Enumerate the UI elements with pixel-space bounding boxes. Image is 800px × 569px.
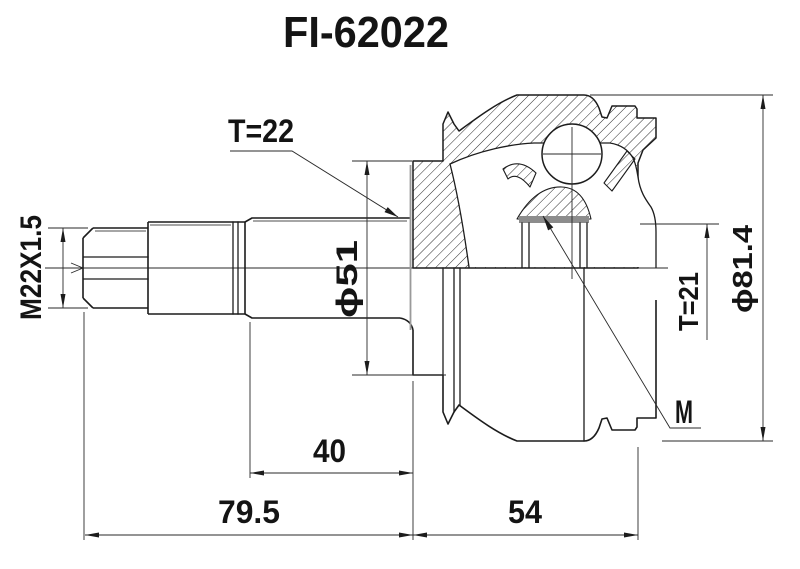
dimension-pilot-diameter [352,160,446,376]
dimension-spline-length [249,322,414,540]
dimension-outer-diameter [590,94,773,442]
bearing-ball [541,123,603,279]
label-body-width: 54 [508,494,542,530]
dimension-inner-spline [640,223,719,340]
label-thread-size: M22X1.5 [15,215,48,320]
housing-external-profile [412,267,657,442]
label-stem-length: 79.5 [218,494,280,530]
label-pilot-diameter: ϕ51 [331,240,364,318]
label-marking: M [675,394,693,430]
outer-race-section [412,94,657,269]
label-spline-length: 40 [313,433,346,469]
leader-outer-spline [230,150,399,218]
leader-marking [542,215,701,429]
shaft-thread-section [82,227,149,309]
cage-section [502,150,636,192]
inner-race-section [516,186,592,268]
drawing-title: FI-62022 [283,8,449,57]
shaft-spline-section [244,165,414,331]
dimension-thread [48,227,88,309]
spline-bore-bar [519,216,589,223]
label-inner-spline: T=21 [673,272,704,331]
label-outer-spline: T=22 [228,113,294,149]
shaft-cylinder-section [147,221,245,315]
dimension-lengths-bottom [83,312,639,540]
label-outer-diameter: ϕ81.4 [727,225,758,313]
